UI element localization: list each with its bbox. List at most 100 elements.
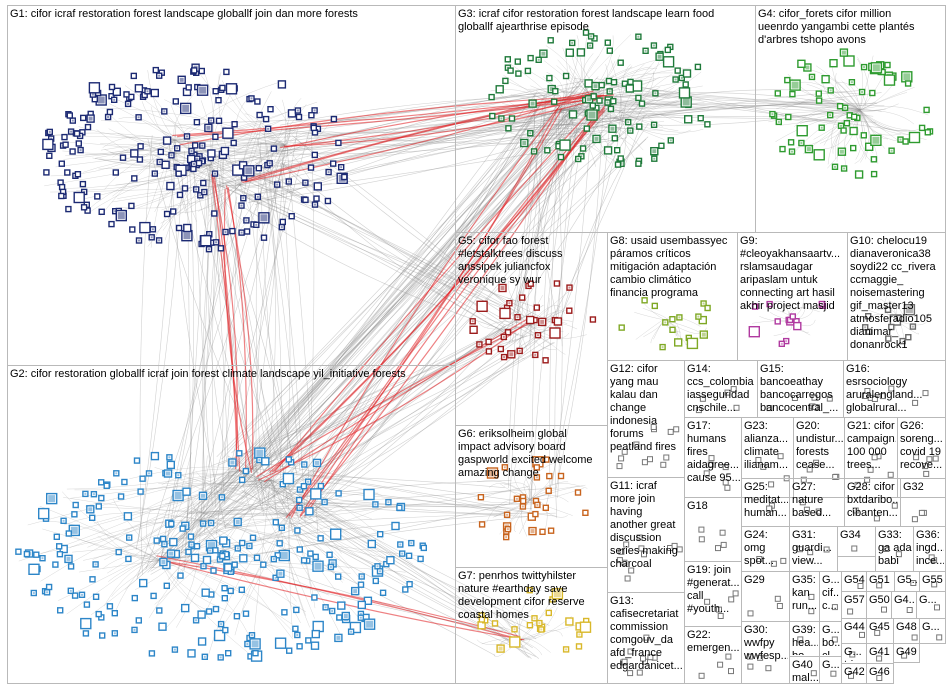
- node: [798, 60, 805, 67]
- node: [99, 480, 104, 485]
- group-label: omg: [744, 542, 765, 554]
- node: [268, 107, 273, 112]
- node-avatar: [209, 550, 211, 552]
- node-avatar: [152, 228, 154, 230]
- node: [82, 205, 87, 210]
- node-avatar: [360, 617, 362, 619]
- node: [318, 484, 323, 489]
- group-label: G18: [687, 500, 708, 512]
- node: [683, 82, 688, 87]
- node: [680, 88, 690, 98]
- node-avatar: [401, 553, 403, 555]
- node: [164, 137, 171, 144]
- node: [69, 564, 74, 569]
- node: [937, 635, 942, 640]
- group-label: G55: [922, 574, 943, 586]
- node-avatar: [607, 102, 609, 104]
- node: [576, 490, 581, 495]
- node-avatar: [134, 629, 136, 631]
- node: [84, 602, 89, 607]
- node-avatar: [514, 628, 516, 630]
- group-label: G46: [869, 666, 890, 678]
- node-avatar: [281, 226, 283, 228]
- node-avatar: [80, 149, 82, 151]
- node: [769, 482, 774, 487]
- node-avatar: [861, 91, 863, 93]
- node-avatar: [182, 105, 189, 112]
- node-avatar: [529, 132, 531, 134]
- node: [816, 91, 821, 96]
- node: [599, 83, 604, 88]
- node-avatar: [92, 94, 94, 96]
- group-label: spot...: [744, 555, 774, 567]
- node-avatar: [891, 150, 893, 152]
- node: [16, 549, 21, 554]
- node: [309, 113, 314, 118]
- node-avatar: [678, 316, 680, 318]
- node: [480, 522, 485, 527]
- node: [338, 602, 345, 609]
- node-avatar: [571, 42, 573, 44]
- group-label: G15:: [760, 363, 784, 375]
- node: [159, 623, 166, 630]
- node: [306, 638, 311, 643]
- group-label: c...: [822, 600, 837, 612]
- node: [295, 528, 300, 533]
- node-avatar: [158, 75, 160, 77]
- node-avatar: [785, 340, 787, 342]
- node-avatar: [519, 350, 521, 352]
- node: [550, 328, 560, 338]
- node: [506, 126, 511, 131]
- group-label: series making: [610, 545, 678, 557]
- node-avatar: [147, 90, 149, 92]
- node-avatar: [246, 643, 248, 645]
- node: [608, 106, 613, 111]
- node: [70, 149, 75, 154]
- group-label: G40: [792, 659, 813, 671]
- node: [34, 552, 39, 557]
- node-avatar: [377, 565, 379, 567]
- group-label: G57: [844, 594, 865, 606]
- node: [256, 166, 261, 171]
- node: [527, 317, 534, 324]
- node: [173, 99, 178, 104]
- group-label: aripaslam untuk: [740, 274, 818, 286]
- node: [226, 651, 231, 656]
- node: [297, 547, 302, 552]
- node: [844, 56, 854, 66]
- group-label: amazing change: [458, 467, 539, 479]
- node-avatar: [590, 35, 592, 37]
- node: [545, 148, 550, 153]
- node-avatar: [33, 592, 35, 594]
- node: [331, 117, 336, 122]
- node: [861, 133, 866, 138]
- node: [199, 69, 204, 74]
- node: [188, 650, 195, 657]
- node: [286, 457, 291, 462]
- node-avatar: [503, 336, 505, 338]
- node-avatar: [589, 112, 596, 119]
- node-avatar: [269, 162, 271, 164]
- node: [486, 349, 491, 354]
- node: [841, 128, 846, 133]
- group-label: connecting art hasil: [740, 287, 835, 299]
- node-avatar: [410, 542, 412, 544]
- node-avatar: [128, 537, 130, 539]
- node-avatar: [843, 168, 845, 170]
- node: [39, 509, 49, 519]
- node-avatar: [703, 303, 705, 305]
- node: [164, 583, 169, 588]
- node-avatar: [387, 501, 389, 503]
- node-avatar: [595, 137, 599, 141]
- node-avatar: [534, 354, 536, 356]
- node: [289, 214, 294, 219]
- node: [140, 223, 150, 233]
- node: [186, 85, 191, 90]
- node: [912, 635, 917, 640]
- node-avatar: [93, 493, 95, 495]
- group-label: nature #earthday save: [458, 583, 567, 595]
- node: [748, 664, 753, 669]
- node: [65, 170, 70, 175]
- node-avatar: [193, 163, 195, 165]
- node-avatar: [314, 204, 316, 206]
